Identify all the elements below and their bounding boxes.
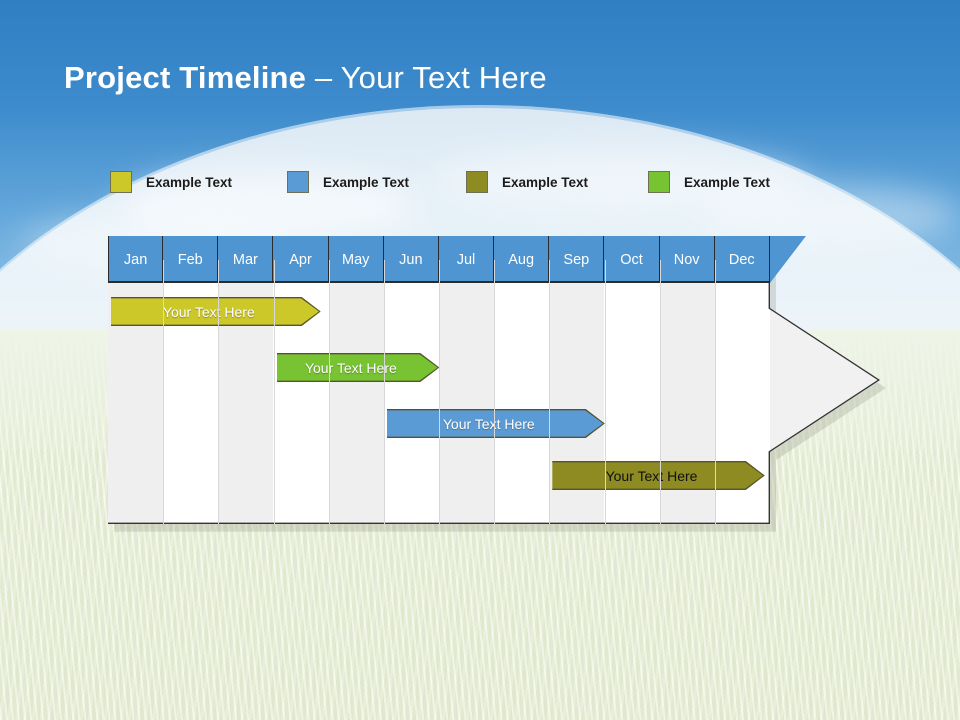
task-bar-fill [387,409,605,438]
month-cell-mar[interactable]: Mar [218,236,274,283]
slide-title: Project Timeline – Your Text Here [64,60,547,96]
task-bar-label: Your Text Here [605,467,698,484]
month-cell-apr[interactable]: Apr [273,236,329,283]
column-separator [383,260,385,524]
timeline-column-jul [438,236,495,524]
task-bar-4[interactable]: Your Text Here [552,461,764,490]
task-bar-label: Your Text Here [304,359,397,376]
legend-item-3[interactable]: Example Text [466,171,588,193]
legend-item-2[interactable]: Example Text [287,171,409,193]
cloud-shape [120,170,420,240]
legend-label: Example Text [323,174,410,190]
task-bar-fill [552,461,764,490]
month-cell-jun[interactable]: Jun [384,236,439,283]
title-light: – Your Text Here [306,60,547,95]
column-separator [328,260,330,524]
month-cell-dec[interactable]: Dec [715,236,770,283]
column-separator [659,260,661,524]
month-cell-oct[interactable]: Oct [604,236,660,283]
column-separator [218,260,220,524]
timeline-column-feb [163,236,219,524]
task-bar-3[interactable]: Your Text Here [387,409,605,438]
month-cell-nov[interactable]: Nov [660,236,715,283]
column-separator [714,260,716,524]
legend-label: Example Text [146,174,233,190]
column-separator [163,260,165,524]
task-bar-fill [277,353,440,382]
column-separator [549,260,551,524]
month-cell-may[interactable]: May [329,236,384,283]
legend-swatch-icon [648,171,670,193]
cloud-shape [700,185,960,245]
legend-swatch-icon [287,171,309,193]
title-strong: Project Timeline [64,60,307,95]
column-separator [494,260,496,524]
month-cell-sep[interactable]: Sep [549,236,605,283]
legend-item-1[interactable]: Example Text [110,171,232,193]
month-cell-aug[interactable]: Aug [494,236,550,283]
task-bar-label: Your Text Here [162,303,255,320]
task-bar-2[interactable]: Your Text Here [277,353,440,382]
legend-label: Example Text [684,174,771,190]
column-separator [439,260,440,524]
month-cell-feb[interactable]: Feb [163,236,219,283]
month-cell-jan[interactable]: Jan [108,236,164,283]
legend-label: Example Text [502,174,589,190]
timeline-column-jan [108,236,164,524]
timeline-column-aug [494,236,550,524]
cloud-shape [430,150,810,212]
column-separator [604,260,606,524]
legend-swatch-icon [110,171,132,193]
column-separator [273,260,275,524]
timeline-column-mar [218,236,274,524]
task-bar-label: Your Text Here [442,415,535,432]
task-bar-1[interactable]: Your Text Here [111,297,321,326]
month-cell-jul[interactable]: Jul [439,236,495,283]
legend-item-4[interactable]: Example Text [648,171,770,193]
task-bar-fill [111,297,321,326]
legend-swatch-icon [466,171,488,193]
